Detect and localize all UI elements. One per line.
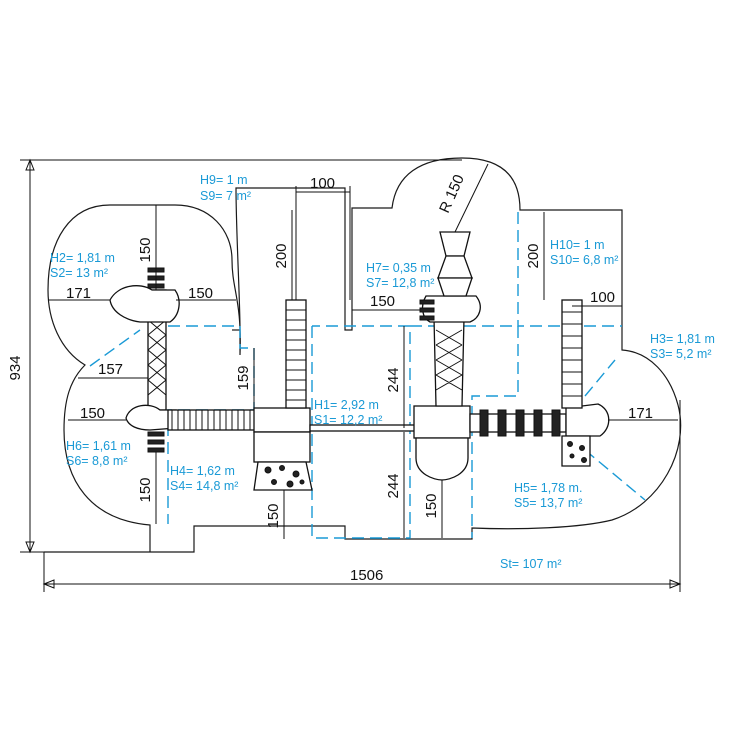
slide-h9-rungs xyxy=(286,309,306,401)
impact-zone-outline xyxy=(44,157,682,553)
climbing-net-h7-mesh xyxy=(435,329,463,391)
label-h5: H5= 1,78 m. xyxy=(514,481,582,495)
ladder-h7 xyxy=(419,299,435,321)
dim-100-top: 100 xyxy=(310,175,335,192)
dim-157: 157 xyxy=(98,361,123,378)
dim-r150: R 150 xyxy=(436,172,468,215)
tower-h1-base xyxy=(253,431,311,463)
ladder-bottom-left xyxy=(147,431,165,453)
dim-171-right: 171 xyxy=(628,405,653,422)
label-h9: H9= 1 m xyxy=(200,173,248,187)
label-s6: S6= 8,8 m² xyxy=(66,454,128,468)
label-h7: H7= 0,35 m xyxy=(366,261,431,275)
tower-h7 xyxy=(413,405,471,439)
spinner-top xyxy=(439,231,471,257)
label-h10: H10= 1 m xyxy=(550,238,605,252)
bridge-left xyxy=(167,409,257,431)
safety-zone-s7 xyxy=(410,325,519,538)
label-h4: H4= 1,62 m xyxy=(170,464,235,478)
dim-244-top: 244 xyxy=(385,367,402,392)
tower-h7-dome xyxy=(415,437,469,481)
pole-h10 xyxy=(561,299,583,409)
platform-h2 xyxy=(109,285,180,323)
label-s4: S4= 14,8 m² xyxy=(170,479,238,493)
climbing-holds-right xyxy=(567,441,587,463)
spinner-mid xyxy=(437,277,473,297)
dim-total-width: 1506 xyxy=(350,567,383,584)
dim-150-h2-right: 150 xyxy=(188,285,213,302)
dim-159: 159 xyxy=(235,365,252,390)
label-s1: S1= 12,2 m² xyxy=(314,413,382,427)
dim-171-left: 171 xyxy=(66,285,91,302)
dim-244-bottom: 244 xyxy=(385,473,402,498)
slide-h9 xyxy=(285,299,307,409)
label-s7: S7= 12,8 m² xyxy=(366,276,434,290)
pole-h10-rungs xyxy=(562,311,582,397)
dim-150-h6-left: 150 xyxy=(80,405,105,422)
label-h6: H6= 1,61 m xyxy=(66,439,131,453)
dim-150-h4-bottom: 150 xyxy=(265,503,282,528)
label-s2: S2= 13 m² xyxy=(50,266,108,280)
bridge-right xyxy=(469,409,567,437)
dimension-lines xyxy=(20,158,682,592)
dim-150-h5-bottom: 150 xyxy=(423,493,440,518)
safety-zone-s10 xyxy=(517,212,622,327)
dim-150-h2-top: 150 xyxy=(137,237,154,262)
platform-h3 xyxy=(565,403,610,437)
safety-zone-h2 xyxy=(89,329,141,367)
safety-zone-s1 xyxy=(311,325,411,539)
safety-zone-h3 xyxy=(584,359,646,501)
dim-total-height: 934 xyxy=(7,355,24,380)
dim-150-h7-left: 150 xyxy=(370,293,395,310)
tower-h1 xyxy=(253,407,311,433)
dim-200-center: 200 xyxy=(273,243,290,268)
label-h3: H3= 1,81 m xyxy=(650,332,715,346)
label-s5: S5= 13,7 m² xyxy=(514,496,582,510)
dim-200-right: 200 xyxy=(525,243,542,268)
label-st: St= 107 m² xyxy=(500,557,562,571)
label-h1: H1= 2,92 m xyxy=(314,398,379,412)
label-s9: S9= 7 m² xyxy=(200,189,251,203)
label-s10: S10= 6,8 m² xyxy=(550,253,618,267)
label-h2: H2= 1,81 m xyxy=(50,251,115,265)
dim-100-right: 100 xyxy=(590,289,615,306)
label-s3: S3= 5,2 m² xyxy=(650,347,712,361)
climbing-holds xyxy=(264,465,305,488)
spinner-neck xyxy=(437,255,473,279)
platform-h7 xyxy=(421,295,481,323)
dim-150-h6-bottom: 150 xyxy=(137,477,154,502)
